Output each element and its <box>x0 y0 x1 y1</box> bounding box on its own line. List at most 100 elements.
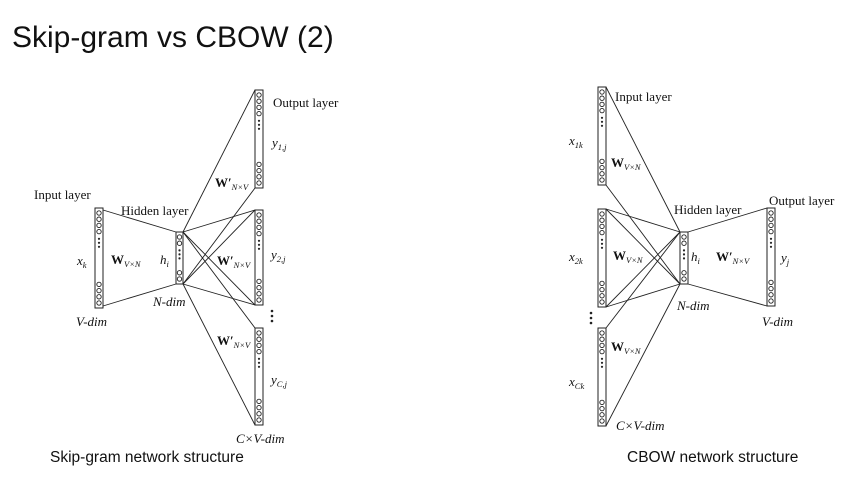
neuron-ellipsis-dot <box>97 245 101 248</box>
cbow-xc-label: xCk <box>568 374 584 391</box>
neuron-node <box>256 161 262 168</box>
neuron-node <box>256 218 262 224</box>
neuron-ellipsis-dot <box>769 241 773 244</box>
neuron-node <box>256 336 262 342</box>
cbow-wprime-label: W′N×V <box>716 249 751 266</box>
neuron-node <box>256 342 262 349</box>
neuron-node <box>256 174 262 180</box>
skipgram-yc-label: yC,j <box>269 372 288 389</box>
neuron-node <box>599 171 605 177</box>
neuron-ellipsis-dot <box>600 238 604 241</box>
neuron-node <box>256 348 262 355</box>
neuron-ellipsis-dot <box>257 247 261 250</box>
neuron-ellipsis-dot <box>600 242 604 245</box>
skipgram-hidden-layer-label: Hidden layer <box>121 203 189 218</box>
neuron-node <box>599 101 605 108</box>
cbow-output-layer-label: Output layer <box>769 193 835 208</box>
neuron-node <box>256 180 262 186</box>
neuron-node <box>256 92 262 98</box>
neuron-node <box>176 276 183 282</box>
neuron-node <box>256 230 262 237</box>
cbow-input-layer-label: Input layer <box>615 89 672 104</box>
cbow-input-vector-1 <box>597 86 607 186</box>
neuron-ellipsis-dot <box>97 237 101 240</box>
neuron-node <box>599 107 605 114</box>
skipgram-ndim-label: N-dim <box>152 294 186 309</box>
neuron-node <box>256 98 262 104</box>
skipgram-cvdim-label: C×V-dim <box>236 431 285 446</box>
neuron-node <box>599 348 605 355</box>
skipgram-h-label: hi <box>160 252 170 269</box>
cbow-connections <box>605 86 768 427</box>
neuron-node <box>768 222 774 229</box>
neuron-ellipsis-dot <box>257 365 261 368</box>
skipgram-wprime-label-2: W′N×V <box>217 253 252 270</box>
neuron-node <box>599 217 605 223</box>
neuron-node <box>599 229 605 236</box>
cbow-w-label-1: WV×N <box>611 155 642 172</box>
cbow-input-vector-2 <box>597 208 607 308</box>
neuron-ellipsis-dot <box>97 241 101 244</box>
skipgram-input-layer-label: Input layer <box>34 187 91 202</box>
neuron-ellipsis-dot <box>178 257 181 260</box>
neuron-node <box>768 210 774 216</box>
neuron-ellipsis-dot <box>769 237 773 240</box>
neuron-node <box>256 330 262 336</box>
skipgram-hidden-vector <box>175 231 184 285</box>
neuron-node <box>256 278 262 285</box>
neuron-ellipsis-dot <box>600 361 604 364</box>
skipgram-output-vector-2 <box>254 209 264 306</box>
neuron-node <box>96 300 102 306</box>
cbow-diagram: Input layer Hidden layer Output layer x1… <box>568 86 835 466</box>
neuron-node <box>256 398 262 405</box>
neuron-ellipsis-dot <box>600 365 604 368</box>
cbow-x2-label: x2k <box>568 249 583 266</box>
neuron-ellipsis-dot <box>257 243 261 246</box>
cbow-cvdim-label: C×V-dim <box>616 418 665 433</box>
neuron-ellipsis-dot <box>257 123 261 126</box>
neuron-node <box>599 418 605 424</box>
neuron-ellipsis-dot <box>682 253 686 256</box>
neuron-ellipsis-dot <box>257 239 261 242</box>
neuron-node <box>599 95 605 101</box>
neuron-node <box>599 177 605 183</box>
cbow-input-vector-c <box>597 327 607 427</box>
neuron-node <box>256 224 262 231</box>
neuron-ellipsis-dot <box>600 357 604 360</box>
skipgram-y2-label: y2,j <box>269 247 286 264</box>
neuron-node <box>256 411 262 417</box>
neuron-ellipsis-dot <box>178 249 181 252</box>
neuron-node <box>256 297 262 303</box>
neuron-node <box>599 158 605 165</box>
neuron-ellipsis-dot <box>682 249 686 252</box>
cbow-ellipsis-icon <box>589 311 593 325</box>
cbow-x1-label: x1k <box>568 133 583 150</box>
cbow-w-label-2: WV×N <box>613 248 644 265</box>
neuron-node <box>681 270 687 276</box>
neuron-node <box>599 412 605 418</box>
neuron-node <box>96 216 102 222</box>
neuron-node <box>96 294 102 300</box>
skipgram-vdim-label: V-dim <box>76 314 107 329</box>
neuron-node <box>96 210 102 216</box>
neuron-node <box>768 285 774 292</box>
neuron-node <box>599 330 605 336</box>
cbow-caption: CBOW network structure <box>627 449 798 466</box>
skipgram-output-vector-c <box>254 327 264 426</box>
neuron-ellipsis-dot <box>257 127 261 130</box>
neuron-node <box>599 405 605 412</box>
neuron-node <box>599 89 605 95</box>
neuron-ellipsis-dot <box>178 253 181 256</box>
neuron-node <box>681 234 687 240</box>
neuron-node <box>176 240 183 246</box>
neuron-node <box>96 281 102 288</box>
skipgram-input-vector <box>94 207 104 309</box>
neuron-node <box>599 164 605 171</box>
neuron-node <box>256 284 262 291</box>
neuron-node <box>176 270 183 276</box>
skipgram-caption: Skip-gram network structure <box>50 449 244 466</box>
skipgram-wprime-label-1: W′N×V <box>215 175 250 192</box>
neuron-ellipsis-dot <box>257 361 261 364</box>
cbow-hidden-layer-label: Hidden layer <box>674 202 742 217</box>
